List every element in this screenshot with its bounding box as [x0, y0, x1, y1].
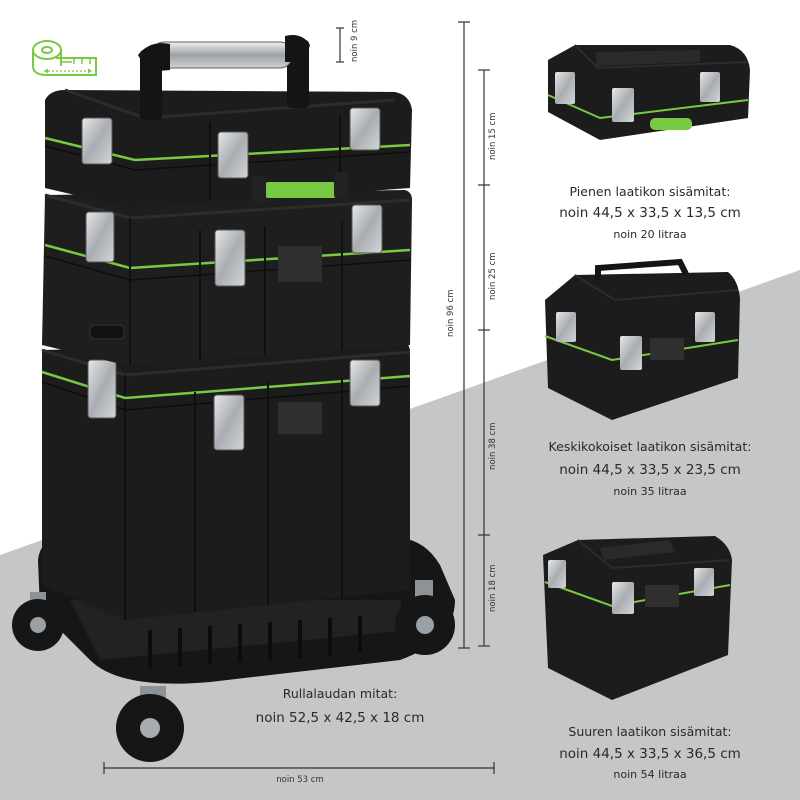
large-box-title: Suuren laatikon sisämitat:	[568, 724, 732, 739]
caster-wheel-left	[12, 592, 64, 651]
handle-height-label: noin 9 cm	[350, 19, 360, 62]
medium-box-height-label: noin 25 cm	[488, 252, 498, 300]
small-box-height-label: noin 15 cm	[488, 112, 498, 160]
caster-wheel-front	[116, 686, 184, 762]
dolly-dims: noin 52,5 x 42,5 x 18 cm	[255, 710, 425, 726]
small-box	[44, 88, 412, 208]
small-box-photo	[547, 44, 750, 140]
large-box	[41, 342, 411, 620]
small-box-dims: noin 44,5 x 33,5 x 13,5 cm	[559, 205, 741, 221]
tape-measure-icon	[32, 40, 97, 76]
dimension-lines	[103, 21, 495, 774]
total-width-label: noin 53 cm	[276, 775, 324, 785]
medium-box-photo	[544, 258, 740, 420]
large-box-dims: noin 44,5 x 33,5 x 36,5 cm	[559, 746, 741, 762]
trolley-stack	[12, 35, 455, 762]
dolly-ribs	[148, 616, 362, 668]
telescopic-handle	[138, 35, 310, 120]
large-box-height-label: noin 38 cm	[488, 422, 498, 470]
dolly-height-label: noin 18 cm	[488, 564, 498, 612]
large-box-volume: noin 54 litraa	[613, 768, 687, 781]
medium-box-title: Keskikokoiset laatikon sisämitat:	[548, 439, 752, 454]
caster-wheel-right	[395, 580, 455, 655]
medium-box-dims: noin 44,5 x 33,5 x 23,5 cm	[559, 462, 741, 478]
small-box-title: Pienen laatikon sisämitat:	[569, 184, 731, 199]
total-height-label: noin 96 cm	[446, 289, 456, 337]
medium-box	[42, 190, 412, 365]
dolly-title: Rullalaudan mitat:	[282, 686, 398, 701]
large-box-photo	[543, 536, 732, 700]
medium-box-volume: noin 35 litraa	[613, 485, 687, 498]
small-box-volume: noin 20 litraa	[613, 228, 687, 241]
